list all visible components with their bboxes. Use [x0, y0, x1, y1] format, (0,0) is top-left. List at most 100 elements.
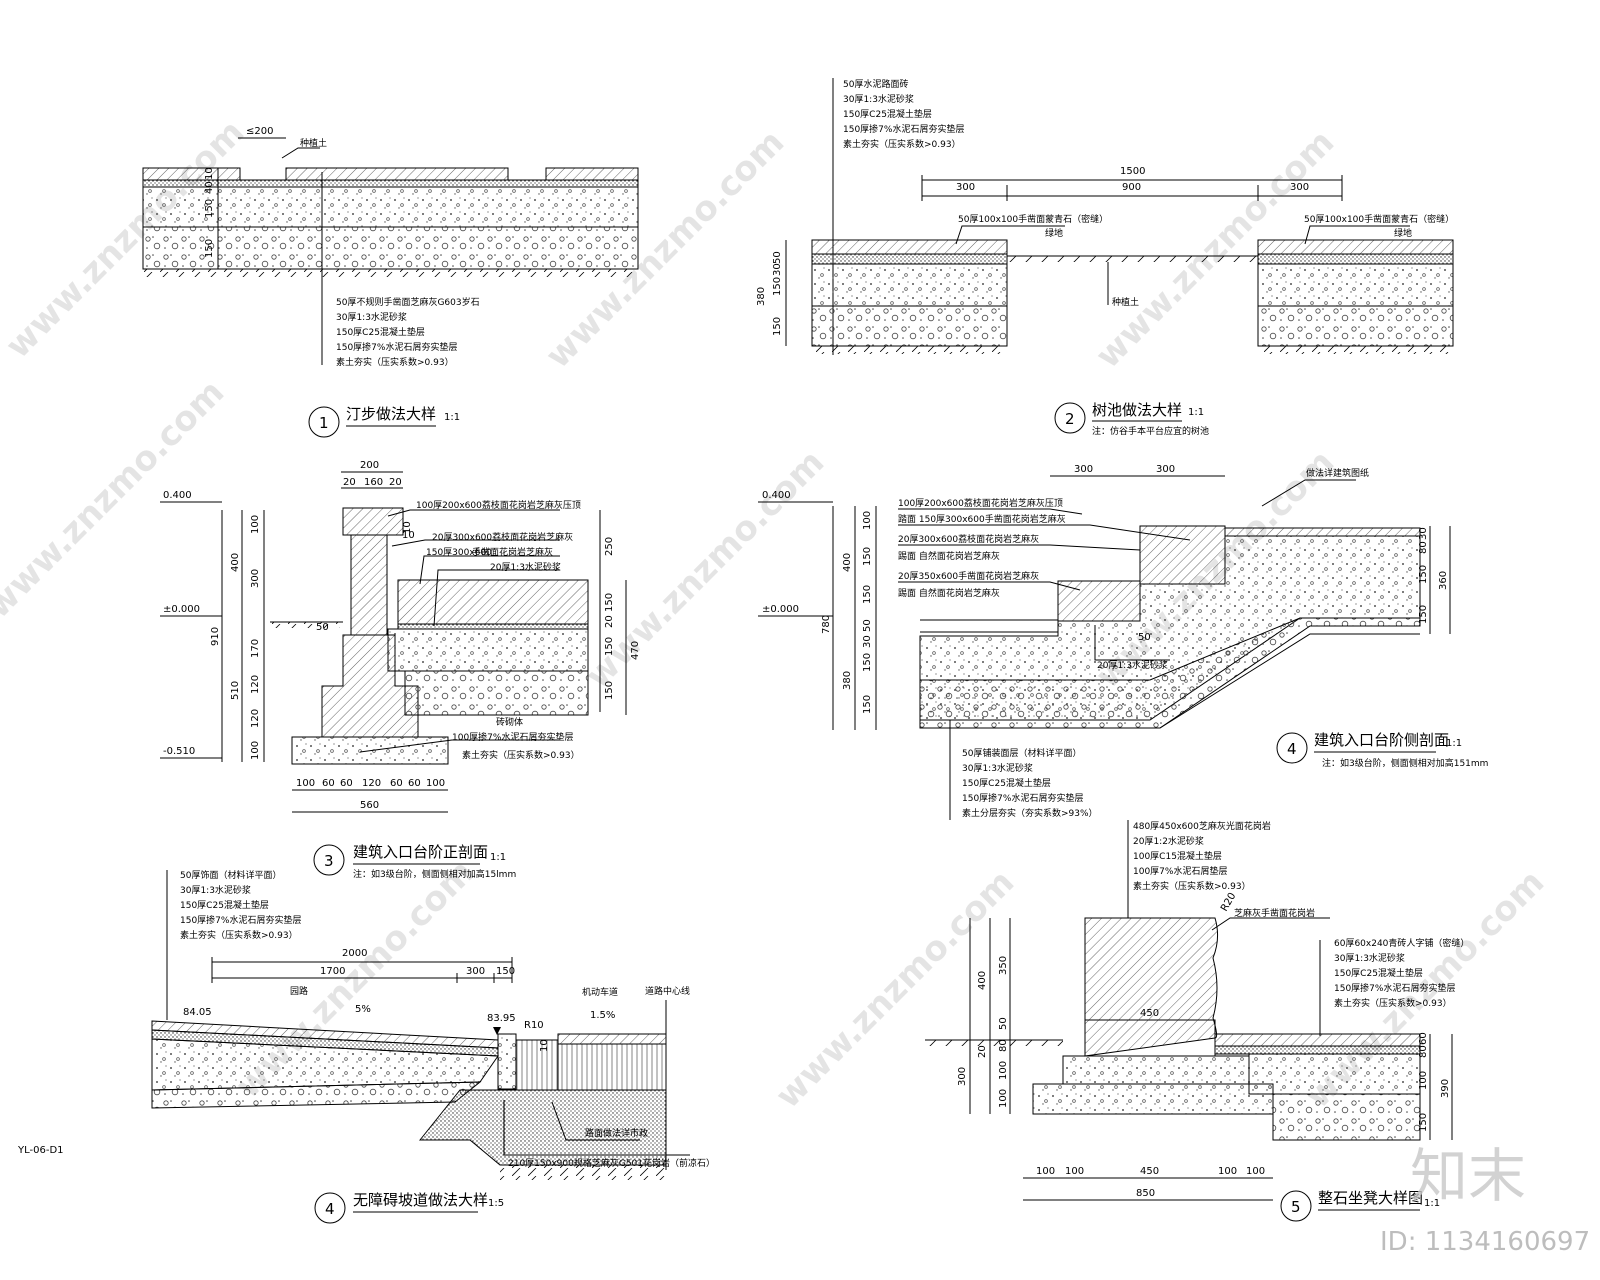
svg-text:≤200: ≤200 [246, 126, 273, 137]
svg-text:300: 300 [1074, 464, 1093, 475]
svg-text:60: 60 [322, 778, 335, 789]
svg-text:100: 100 [1418, 1071, 1429, 1090]
svg-text:YL-06-D1: YL-06-D1 [17, 1145, 64, 1156]
svg-text:50: 50 [772, 251, 783, 264]
svg-text:100厚200x600荔枝面花岗岩芝麻灰压顶: 100厚200x600荔枝面花岗岩芝麻灰压顶 [416, 499, 581, 511]
svg-text:200: 200 [360, 460, 379, 471]
svg-text:100: 100 [998, 1089, 1009, 1108]
svg-text:300: 300 [250, 569, 261, 588]
svg-text:100: 100 [862, 511, 873, 530]
svg-text:100: 100 [1036, 1166, 1055, 1177]
detail-3-entrance-step-front: 100 300 170 120 120 100 400 510 910 50 0… [160, 460, 641, 880]
svg-text:素土夯实（压实系数>0.93）: 素土夯实（压实系数>0.93） [843, 138, 961, 150]
svg-text:150厚300x600: 150厚300x600 [426, 547, 492, 558]
svg-text:1:1: 1:1 [490, 852, 506, 863]
svg-text:150: 150 [1418, 1113, 1429, 1132]
svg-text:360: 360 [1438, 571, 1449, 590]
detail-4-entrance-step-side: 100 150 150 50 30 150 150 400 380 780 0.… [758, 464, 1488, 820]
svg-text:60: 60 [1418, 1032, 1429, 1045]
svg-text:83.95: 83.95 [487, 1013, 516, 1024]
svg-text:150: 150 [862, 547, 873, 566]
svg-text:100厚200x600荔枝面花岗岩芝麻灰压顶: 100厚200x600荔枝面花岗岩芝麻灰压顶 [898, 497, 1063, 509]
svg-text:素土夯实（压实系数>0.93）: 素土夯实（压实系数>0.93） [336, 356, 454, 368]
svg-text:树池做法大样: 树池做法大样 [1092, 401, 1182, 419]
svg-text:150厚掺7%水泥石屑夯实垫层: 150厚掺7%水泥石屑夯实垫层 [336, 341, 457, 353]
svg-text:120: 120 [250, 709, 261, 728]
svg-text:30厚1:3水泥砂浆: 30厚1:3水泥砂浆 [1334, 952, 1405, 964]
svg-text:50: 50 [316, 622, 329, 633]
svg-text:素土夯实（压实系数>0.93）: 素土夯实（压实系数>0.93） [1334, 997, 1452, 1009]
svg-text:整石坐凳大样图: 整石坐凳大样图 [1318, 1189, 1423, 1207]
svg-text:60: 60 [390, 778, 403, 789]
svg-text:30厚1:3水泥砂浆: 30厚1:3水泥砂浆 [843, 93, 914, 105]
svg-text:20: 20 [389, 477, 402, 488]
svg-text:20: 20 [343, 477, 356, 488]
svg-text:2: 2 [1065, 410, 1075, 428]
svg-text:10: 10 [402, 530, 415, 541]
svg-text:80: 80 [1418, 541, 1429, 554]
svg-text:100厚7%水泥石屑垫层: 100厚7%水泥石屑垫层 [1133, 865, 1227, 877]
svg-text:手凿面花岗岩芝麻灰: 手凿面花岗岩芝麻灰 [472, 546, 553, 558]
svg-text:30厚1:3水泥砂浆: 30厚1:3水泥砂浆 [180, 884, 251, 896]
svg-text:20厚1:3水泥砂浆: 20厚1:3水泥砂浆 [1097, 659, 1168, 671]
svg-text:踢面 自然面花岗岩芝麻灰: 踢面 自然面花岗岩芝麻灰 [898, 550, 1000, 562]
svg-text:知末: 知末 [1410, 1142, 1526, 1210]
svg-text:150: 150 [862, 585, 873, 604]
svg-text:1:1: 1:1 [444, 412, 460, 423]
svg-text:100: 100 [296, 778, 315, 789]
svg-text:芝麻灰手凿面花岗岩: 芝麻灰手凿面花岗岩 [1234, 907, 1315, 919]
svg-text:1:5: 1:5 [488, 1198, 504, 1209]
svg-text:450: 450 [1140, 1166, 1159, 1177]
svg-text:路面做法详市政: 路面做法详市政 [585, 1127, 648, 1139]
svg-text:100: 100 [1065, 1166, 1084, 1177]
svg-text:1700: 1700 [320, 966, 345, 977]
svg-text:30厚1:3水泥砂浆: 30厚1:3水泥砂浆 [336, 311, 407, 323]
svg-text:素土分层夯实（夯实系数>93%）: 素土分层夯实（夯实系数>93%） [962, 807, 1098, 819]
svg-text:50厚100x100手凿面蒙青石（密缝）: 50厚100x100手凿面蒙青石（密缝） [958, 213, 1108, 225]
svg-text:道路中心线: 道路中心线 [645, 985, 690, 997]
svg-text:100: 100 [426, 778, 445, 789]
svg-text:-0.510: -0.510 [163, 746, 195, 757]
svg-text:0.400: 0.400 [762, 490, 791, 501]
svg-text:www.znzmo.com: www.znzmo.com [578, 442, 832, 696]
svg-text:470: 470 [630, 641, 641, 660]
svg-text:50厚水泥路面砖: 50厚水泥路面砖 [843, 78, 908, 90]
svg-text:150: 150 [862, 695, 873, 714]
svg-text:种植土: 种植土 [300, 137, 327, 149]
svg-text:10: 10 [204, 167, 215, 180]
svg-text:400: 400 [842, 553, 853, 572]
svg-text:2000: 2000 [342, 948, 367, 959]
svg-text:100厚C15混凝土垫层: 100厚C15混凝土垫层 [1133, 850, 1222, 862]
svg-text:5%: 5% [355, 1004, 371, 1015]
svg-text:10: 10 [402, 521, 413, 534]
svg-text:50: 50 [862, 619, 873, 632]
svg-text:150厚掺7%水泥石屑夯实垫层: 150厚掺7%水泥石屑夯实垫层 [1334, 982, 1455, 994]
svg-text:150: 150 [1418, 565, 1429, 584]
svg-text:84.05: 84.05 [183, 1007, 212, 1018]
svg-text:60: 60 [408, 778, 421, 789]
svg-text:150: 150 [496, 966, 515, 977]
detail-1-stepping-stone: 10 40 150 150 ≤200 种植土 50厚不规则手凿面芝麻灰G603岁… [142, 126, 639, 438]
svg-text:120: 120 [250, 675, 261, 694]
svg-text:30: 30 [772, 263, 783, 276]
svg-text:150: 150 [862, 653, 873, 672]
svg-text:砖砌体: 砖砌体 [496, 716, 523, 728]
svg-text:50厚铺装面层（材料详平面）: 50厚铺装面层（材料详平面） [962, 747, 1081, 759]
svg-text:400: 400 [977, 971, 988, 990]
svg-text:100: 100 [250, 515, 261, 534]
svg-text:850: 850 [1136, 1188, 1155, 1199]
svg-text:绿地: 绿地 [1045, 227, 1063, 239]
svg-text:100: 100 [250, 741, 261, 760]
svg-text:1: 1 [319, 414, 329, 432]
svg-text:150厚C25混凝土垫层: 150厚C25混凝土垫层 [336, 326, 425, 338]
svg-text:100: 100 [1218, 1166, 1237, 1177]
svg-text:150: 150 [204, 199, 215, 218]
svg-text:100: 100 [1246, 1166, 1265, 1177]
svg-text:R10: R10 [524, 1020, 544, 1031]
svg-text:注：如3级台阶，侧面侧相对加高15lmm: 注：如3级台阶，侧面侧相对加高15lmm [353, 868, 516, 880]
svg-text:100: 100 [998, 1061, 1009, 1080]
svg-text:480厚450x600芝麻灰光面花岗岩: 480厚450x600芝麻灰光面花岗岩 [1133, 820, 1271, 832]
svg-text:900: 900 [1122, 182, 1141, 193]
svg-text:150厚掺7%水泥石屑夯实垫层: 150厚掺7%水泥石屑夯实垫层 [843, 123, 964, 135]
svg-text:780: 780 [821, 615, 832, 634]
